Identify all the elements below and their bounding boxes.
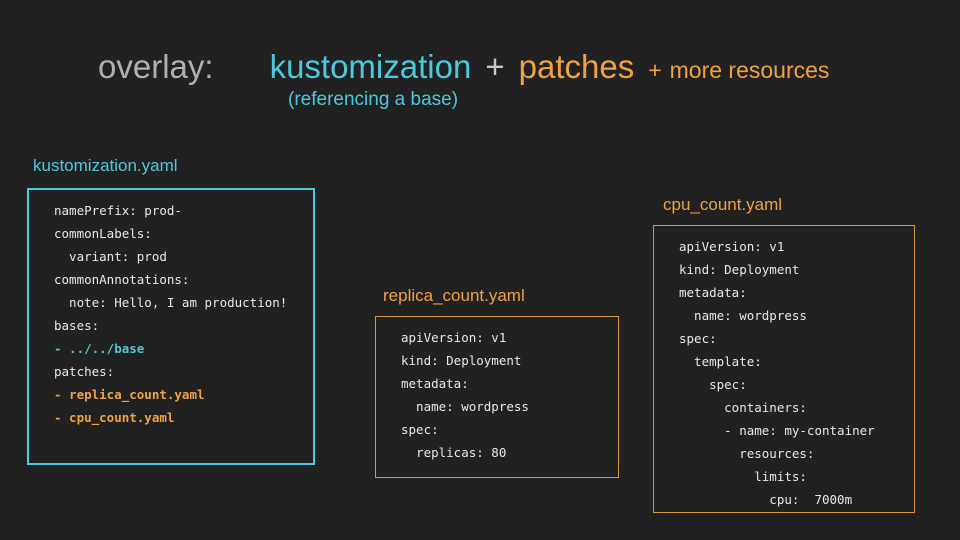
- code-line: spec:: [679, 331, 717, 346]
- title-overlay-label: overlay:: [98, 48, 214, 85]
- title-more-resources: more resources: [669, 57, 830, 83]
- code-line: - ../../base: [54, 341, 145, 356]
- code-line: apiVersion: v1: [401, 330, 507, 345]
- code-line: resources:: [679, 446, 815, 461]
- code-line: bases:: [54, 318, 100, 333]
- code-line: namePrefix: prod-: [54, 203, 182, 218]
- code-line: commonAnnotations:: [54, 272, 190, 287]
- code-line: containers:: [679, 400, 807, 415]
- code-box-kustomization: namePrefix: prod-commonLabels: variant: …: [27, 188, 315, 465]
- code-line: kind: Deployment: [401, 353, 522, 368]
- title-plus-2: +: [648, 57, 662, 83]
- panel-label-cpu-count: cpu_count.yaml: [663, 195, 783, 214]
- code-line: patches:: [54, 364, 115, 379]
- title-plus-1: +: [485, 48, 505, 85]
- code-line: cpu: 7000m: [679, 492, 853, 507]
- slide-title: overlay: kustomization + patches + more …: [98, 48, 829, 86]
- code-line: commonLabels:: [54, 226, 152, 241]
- code-line: - replica_count.yaml: [54, 387, 205, 402]
- code-line: apiVersion: v1: [679, 239, 785, 254]
- code-line: metadata:: [679, 285, 747, 300]
- code-line: limits:: [679, 469, 807, 484]
- title-kustomization: kustomization: [269, 48, 472, 85]
- code-line: - name: my-container: [679, 423, 875, 438]
- code-line: spec:: [401, 422, 439, 437]
- code-line: spec:: [679, 377, 747, 392]
- title-patches: patches: [518, 48, 635, 85]
- code-line: variant: prod: [54, 249, 167, 264]
- code-line: metadata:: [401, 376, 469, 391]
- title-subtitle: (referencing a base): [288, 89, 459, 110]
- code-line: note: Hello, I am production!: [54, 295, 288, 310]
- code-line: template:: [679, 354, 762, 369]
- code-line: name: wordpress: [401, 399, 529, 414]
- panel-label-kustomization: kustomization.yaml: [33, 156, 178, 175]
- panel-label-replica-count: replica_count.yaml: [383, 286, 525, 305]
- code-line: kind: Deployment: [679, 262, 800, 277]
- code-line: replicas: 80: [401, 445, 507, 460]
- code-line: name: wordpress: [679, 308, 807, 323]
- code-line: - cpu_count.yaml: [54, 410, 175, 425]
